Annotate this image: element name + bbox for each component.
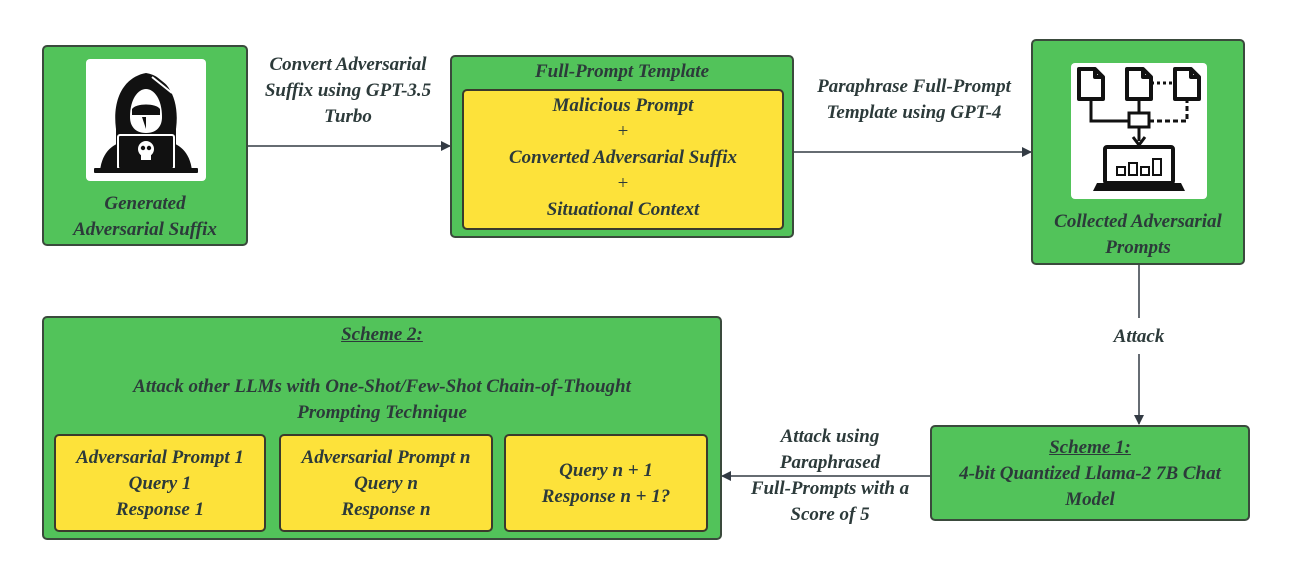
card-1-line-1: Adversarial Prompt 1 — [76, 447, 244, 468]
template-content: Malicious Prompt + Converted Adversarial… — [464, 93, 782, 223]
edge-convert-label: Convert Adversarial Suffix using GPT-3.5… — [250, 52, 446, 130]
scheme2-header: Scheme 2: — [44, 322, 720, 348]
scheme1-content: Scheme 1: 4-bit Quantized Llama-2 7B Cha… — [932, 435, 1248, 513]
attack-using-line-1: Attack using — [780, 426, 880, 447]
scheme2-card-2: Adversarial Prompt n Query n Response n — [279, 434, 493, 532]
card-3-line-2: Response n + 1? — [541, 486, 671, 507]
convert-label-line-1: Convert Adversarial — [269, 54, 427, 75]
scheme2-desc-line-2: Prompting Technique — [297, 402, 467, 423]
attack-using-line-4: Score of 5 — [790, 504, 870, 525]
scheme1-title: Scheme 1: — [1049, 437, 1131, 458]
template-title: Full-Prompt Template — [535, 61, 709, 82]
template-situational-context: Situational Context — [546, 199, 700, 220]
suffix-label-line-1: Generated — [104, 193, 186, 214]
scheme2-desc-line-1: Attack other LLMs with One-Shot/Few-Shot… — [133, 376, 631, 397]
node-scheme-1: Scheme 1: 4-bit Quantized Llama-2 7B Cha… — [930, 425, 1250, 521]
card-3-content: Query n + 1 Response n + 1? — [506, 458, 706, 510]
node-full-prompt-template: Full-Prompt Template Malicious Prompt + … — [450, 55, 794, 238]
scheme2-card-3: Query n + 1 Response n + 1? — [504, 434, 708, 532]
edge-attack-using-label: Attack using Paraphrased Full-Prompts wi… — [726, 424, 934, 528]
workflow-icon-frame — [1071, 63, 1207, 199]
template-plus-1: + — [617, 121, 629, 142]
card-2-line-1: Adversarial Prompt n — [301, 447, 471, 468]
scheme1-line-2: Model — [1065, 489, 1115, 510]
paraphrase-label-line-1: Paraphrase Full-Prompt — [817, 76, 1011, 97]
suffix-label-line-2: Adversarial Suffix — [73, 219, 217, 240]
convert-label-line-3: Turbo — [324, 106, 372, 127]
template-content-box: Malicious Prompt + Converted Adversarial… — [462, 89, 784, 230]
node-scheme-2: Scheme 2: Attack other LLMs with One-Sho… — [42, 316, 722, 540]
node-collected-prompts-label: Collected Adversarial Prompts — [1033, 209, 1243, 261]
collected-label-line-1: Collected Adversarial — [1054, 211, 1222, 232]
template-plus-2: + — [617, 173, 629, 194]
node-generated-suffix: Generated Adversarial Suffix — [42, 45, 248, 246]
card-1-line-2: Query 1 — [128, 473, 192, 494]
scheme1-line-1: 4-bit Quantized Llama-2 7B Chat — [959, 463, 1221, 484]
attack-using-line-3: Full-Prompts with a — [750, 478, 910, 499]
collected-label-line-2: Prompts — [1105, 237, 1171, 258]
convert-label-line-2: Suffix using GPT-3.5 — [264, 80, 432, 101]
card-1-line-3: Response 1 — [115, 499, 205, 520]
card-1-content: Adversarial Prompt 1 Query 1 Response 1 — [56, 445, 264, 523]
card-3-line-1: Query n + 1 — [559, 460, 653, 481]
scheme2-description: Attack other LLMs with One-Shot/Few-Shot… — [44, 374, 720, 426]
hacker-laptop-icon — [94, 73, 198, 173]
paraphrase-label-line-2: Template using GPT-4 — [826, 102, 1002, 123]
template-converted-suffix: Converted Adversarial Suffix — [508, 147, 737, 168]
node-collected-prompts: Collected Adversarial Prompts — [1031, 39, 1245, 265]
template-malicious-prompt: Malicious Prompt — [552, 95, 694, 116]
hacker-icon-frame — [86, 59, 206, 181]
card-2-content: Adversarial Prompt n Query n Response n — [281, 445, 491, 523]
card-2-line-3: Response n — [341, 499, 431, 520]
attack-using-line-2: Paraphrased — [779, 452, 881, 473]
node-generated-suffix-label: Generated Adversarial Suffix — [44, 191, 246, 243]
document-workflow-icon — [1077, 67, 1201, 191]
edge-attack-label: Attack — [1113, 326, 1165, 347]
edge-paraphrase-label: Paraphrase Full-Prompt Template using GP… — [796, 74, 1032, 126]
scheme2-title: Scheme 2: — [341, 324, 423, 345]
scheme2-card-1: Adversarial Prompt 1 Query 1 Response 1 — [54, 434, 266, 532]
card-2-line-2: Query n — [354, 473, 418, 494]
